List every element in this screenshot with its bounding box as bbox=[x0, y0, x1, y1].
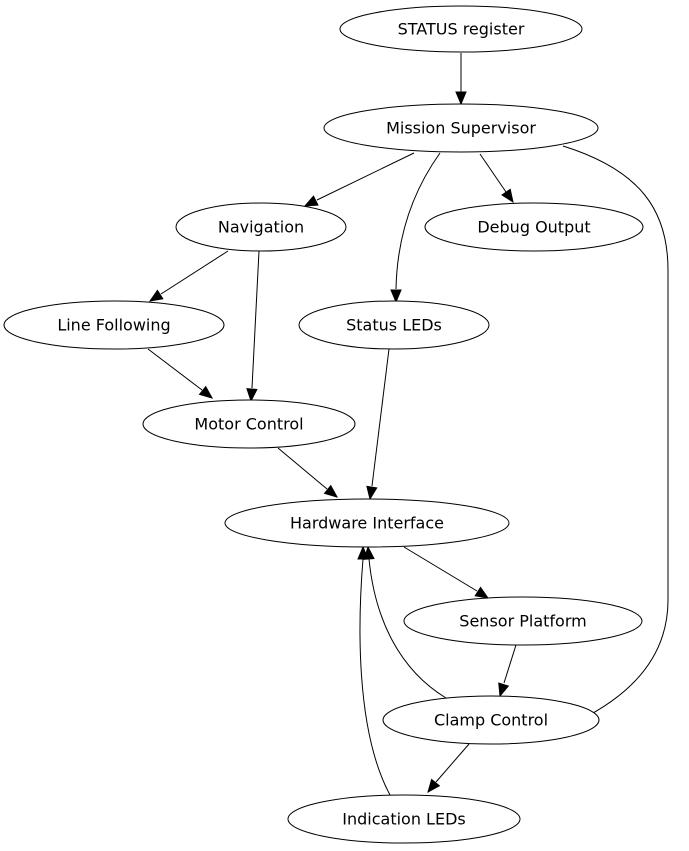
node-label: Debug Output bbox=[477, 218, 590, 237]
node-label: Line Following bbox=[57, 316, 170, 335]
node-shape bbox=[424, 202, 644, 252]
edge-line bbox=[368, 558, 447, 699]
edge-line bbox=[359, 558, 391, 796]
node-mission-supervisor[interactable]: Mission Supervisor bbox=[323, 103, 599, 153]
node-status-leds[interactable]: Status LEDs bbox=[298, 300, 490, 350]
arrowhead-icon bbox=[455, 91, 467, 106]
node-shape bbox=[339, 5, 583, 53]
node-label: Mission Supervisor bbox=[386, 119, 536, 138]
node-shape bbox=[142, 399, 356, 449]
node-label: Motor Control bbox=[194, 415, 303, 434]
arrowhead-icon bbox=[198, 385, 214, 399]
arrowhead-icon bbox=[303, 195, 319, 207]
edge-line bbox=[562, 145, 669, 721]
node-status-register[interactable]: STATUS register bbox=[339, 5, 583, 53]
edge-mission-supervisor-to-debug-output bbox=[479, 153, 514, 204]
node-label: Indication LEDs bbox=[342, 810, 465, 829]
edge-status-leds-to-hardware-interface bbox=[366, 348, 390, 501]
arrowhead-icon bbox=[357, 545, 369, 560]
node-label: Clamp Control bbox=[434, 711, 548, 730]
arrowhead-icon bbox=[427, 778, 441, 794]
edge-status-register-to-mission-supervisor bbox=[455, 53, 467, 106]
edge-line bbox=[277, 447, 328, 490]
edge-line-following-to-motor-control bbox=[147, 348, 214, 399]
node-navigation[interactable]: Navigation bbox=[175, 202, 347, 252]
node-clamp-control[interactable]: Clamp Control bbox=[382, 695, 600, 745]
arrowhead-icon bbox=[390, 289, 402, 304]
node-line-following[interactable]: Line Following bbox=[3, 300, 225, 350]
node-label: STATUS register bbox=[398, 20, 525, 39]
edge-mission-supervisor-to-status-leds bbox=[390, 152, 441, 304]
edge-motor-control-to-hardware-interface bbox=[277, 447, 339, 498]
edge-navigation-to-line-following bbox=[148, 250, 229, 302]
arrowhead-icon bbox=[246, 388, 258, 403]
edge-line bbox=[251, 250, 260, 389]
arrowhead-icon bbox=[148, 289, 164, 302]
edge-line bbox=[435, 743, 470, 783]
node-shape bbox=[382, 695, 600, 745]
node-shape bbox=[224, 498, 510, 548]
arrowhead-icon bbox=[498, 682, 510, 698]
edge-line bbox=[403, 546, 478, 592]
node-shape bbox=[175, 202, 347, 252]
arrowhead-icon bbox=[501, 188, 514, 204]
arrowhead-icon bbox=[474, 586, 490, 599]
arrowhead-icon bbox=[323, 484, 339, 498]
edge-navigation-to-motor-control bbox=[246, 250, 260, 403]
node-shape bbox=[323, 103, 599, 153]
node-motor-control[interactable]: Motor Control bbox=[142, 399, 356, 449]
node-label: Sensor Platform bbox=[459, 612, 586, 631]
edges bbox=[147, 53, 669, 796]
node-label: Status LEDs bbox=[346, 316, 442, 335]
edge-line bbox=[316, 152, 415, 201]
node-label: Navigation bbox=[218, 218, 304, 237]
arrowhead-icon bbox=[366, 485, 378, 501]
nodes: STATUS register Mission Supervisor Navig… bbox=[3, 5, 644, 844]
node-shape bbox=[287, 794, 521, 844]
edge-line bbox=[479, 153, 507, 193]
edge-line bbox=[503, 644, 517, 684]
node-label: Hardware Interface bbox=[290, 514, 444, 533]
edge-line bbox=[147, 348, 203, 391]
node-shape bbox=[403, 596, 643, 646]
edge-hardware-interface-to-sensor-platform bbox=[403, 546, 490, 599]
node-sensor-platform[interactable]: Sensor Platform bbox=[403, 596, 643, 646]
edge-clamp-control-to-indication-leds bbox=[427, 743, 470, 794]
edge-line bbox=[371, 348, 390, 487]
node-debug-output[interactable]: Debug Output bbox=[424, 202, 644, 252]
edge-line bbox=[160, 250, 229, 295]
edge-mission-supervisor-to-navigation bbox=[303, 152, 415, 207]
edge-line bbox=[395, 152, 441, 290]
edge-sensor-platform-to-clamp-control bbox=[498, 644, 517, 698]
node-shape bbox=[3, 300, 225, 350]
edge-indication-leds-to-hardware-interface bbox=[357, 545, 391, 796]
node-hardware-interface[interactable]: Hardware Interface bbox=[224, 498, 510, 548]
node-indication-leds[interactable]: Indication LEDs bbox=[287, 794, 521, 844]
node-shape bbox=[298, 300, 490, 350]
